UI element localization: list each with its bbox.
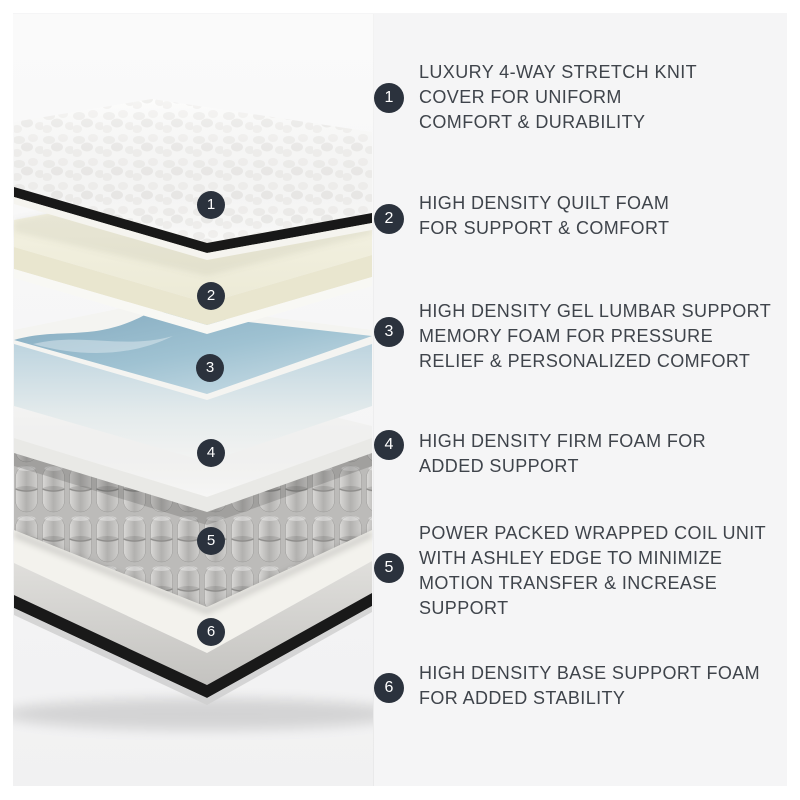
callout-line: FOR SUPPORT & COMFORT (419, 218, 670, 238)
callout-text-4: HIGH DENSITY FIRM FOAM FOR ADDED SUPPORT (419, 429, 784, 479)
callout-line: COVER FOR UNIFORM (419, 87, 622, 107)
callout-line: RELIEF & PERSONALIZED COMFORT (419, 351, 751, 371)
layer-5-coil-unit (14, 451, 372, 615)
mattress-layers-art (13, 14, 373, 786)
callout-badge-4: 4 (374, 430, 404, 460)
callout-line: FOR ADDED STABILITY (419, 688, 626, 708)
callout-badge-3: 3 (374, 317, 404, 347)
callout-line: HIGH DENSITY FIRM FOAM FOR (419, 431, 707, 451)
callout-line: HIGH DENSITY QUILT FOAM (419, 193, 670, 213)
callout-line: COMFORT & DURABILITY (419, 112, 646, 132)
ground-shadow (13, 698, 373, 730)
diagram-badge-5: 5 (197, 527, 225, 555)
callout-line: LUXURY 4-WAY STRETCH KNIT (419, 62, 698, 82)
layer-1-knit-cover (14, 99, 372, 260)
diagram-badge-2: 2 (197, 282, 225, 310)
diagram-badge-6: 6 (197, 618, 225, 646)
callout-text-1: LUXURY 4-WAY STRETCH KNIT COVER FOR UNIF… (419, 60, 784, 135)
callout-text-6: HIGH DENSITY BASE SUPPORT FOAM FOR ADDED… (419, 661, 784, 711)
callout-badge-6: 6 (374, 673, 404, 703)
callout-text-3: HIGH DENSITY GEL LUMBAR SUPPORT MEMORY F… (419, 299, 784, 374)
callout-text-5: POWER PACKED WRAPPED COIL UNIT WITH ASHL… (419, 521, 784, 621)
callout-line: ADDED SUPPORT (419, 456, 579, 476)
callout-line: SUPPORT (419, 598, 509, 618)
callout-text-2: HIGH DENSITY QUILT FOAM FOR SUPPORT & CO… (419, 191, 784, 241)
layer-3-gel-memory-foam (14, 302, 372, 462)
callout-line: MEMORY FOAM FOR PRESSURE (419, 326, 713, 346)
callout-badge-1: 1 (374, 83, 404, 113)
callout-badge-2: 2 (374, 204, 404, 234)
diagram-badge-4: 4 (197, 439, 225, 467)
callout-line: WITH ASHLEY EDGE TO MINIMIZE (419, 548, 723, 568)
mattress-diagram (13, 14, 374, 786)
callout-line: POWER PACKED WRAPPED COIL UNIT (419, 523, 767, 543)
diagram-badge-3: 3 (196, 354, 224, 382)
diagram-badge-1: 1 (197, 191, 225, 219)
callout-badge-5: 5 (374, 553, 404, 583)
callout-line: MOTION TRANSFER & INCREASE (419, 573, 718, 593)
callout-line: HIGH DENSITY BASE SUPPORT FOAM (419, 663, 761, 683)
callout-line: HIGH DENSITY GEL LUMBAR SUPPORT (419, 301, 772, 321)
